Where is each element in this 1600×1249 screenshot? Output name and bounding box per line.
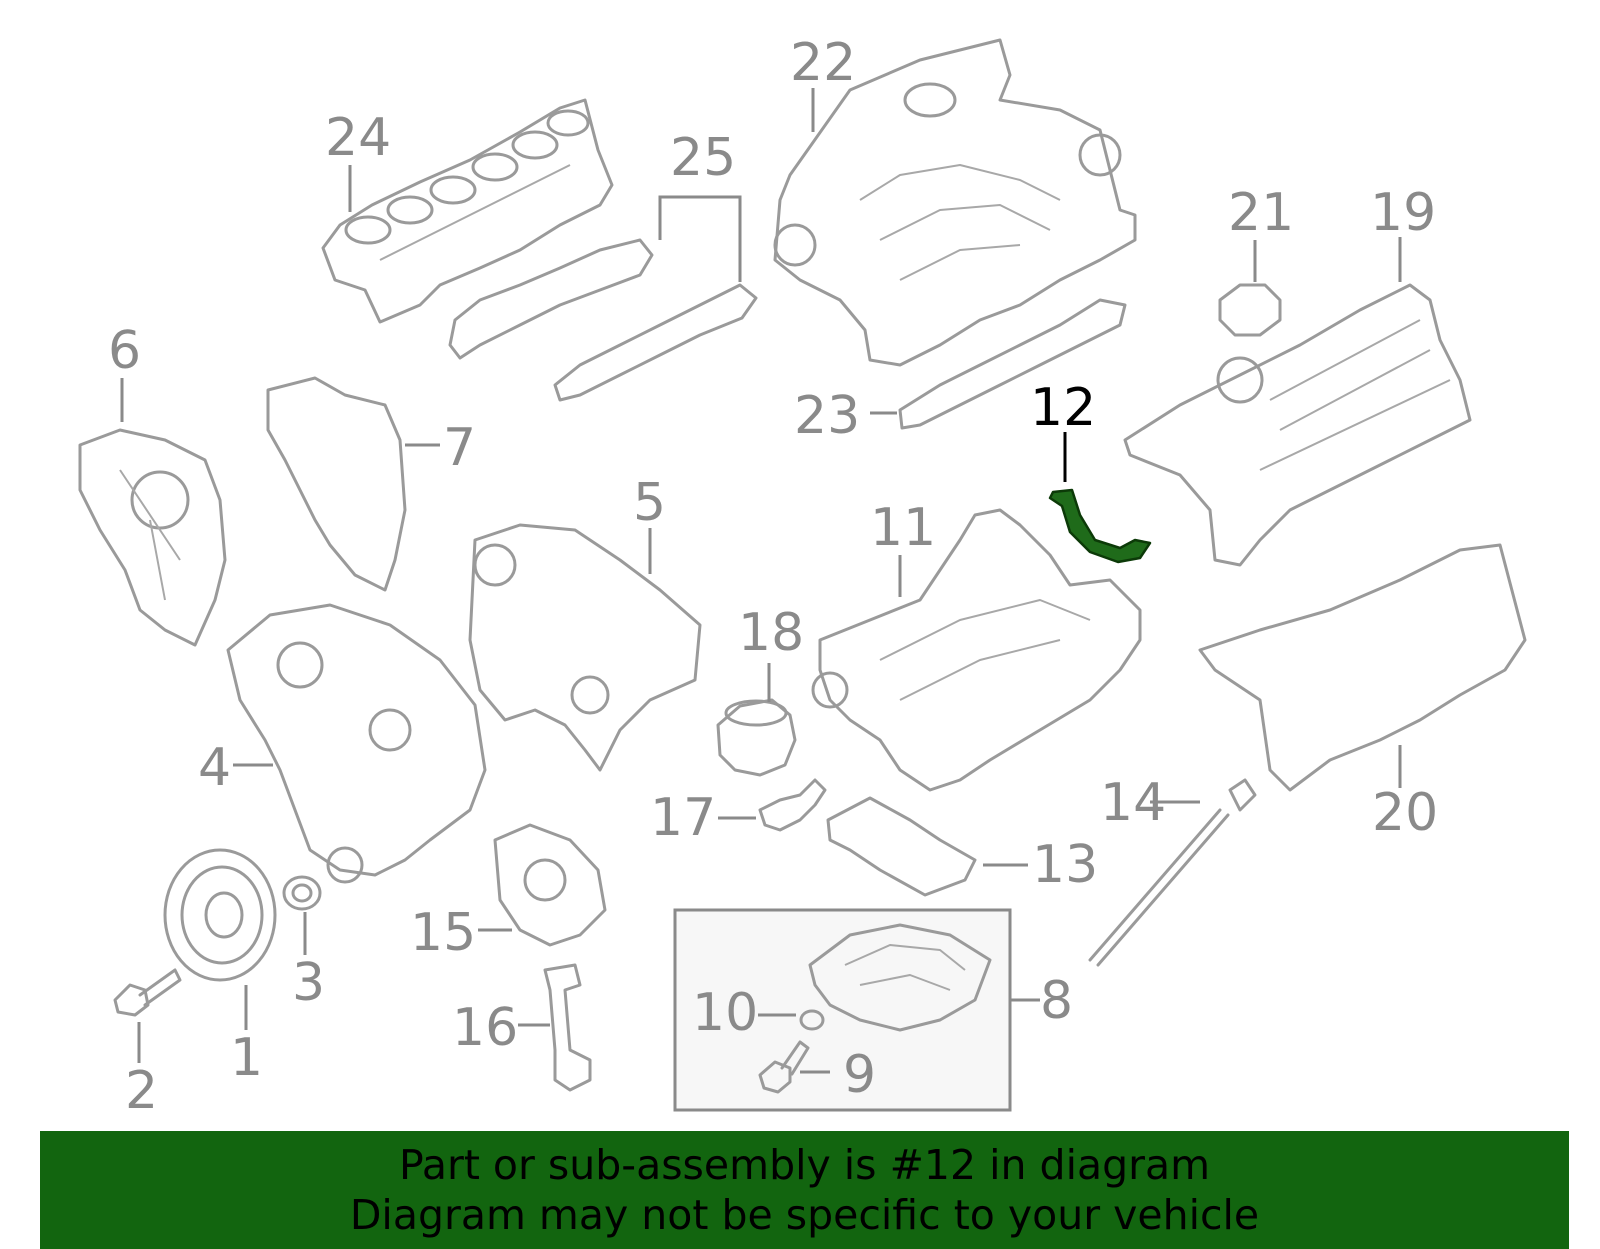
callout-14[interactable]: 14: [1100, 773, 1166, 833]
banner-line-2: Diagram may not be specific to your vehi…: [349, 1191, 1260, 1239]
callout-12[interactable]: 12: [1030, 378, 1096, 438]
callout-5[interactable]: 5: [633, 473, 666, 533]
callout-1[interactable]: 1: [230, 1028, 263, 1088]
callout-3[interactable]: 3: [292, 953, 325, 1013]
part-9-drain-plug[interactable]: [758, 1060, 792, 1094]
part-9-drain-plug-shank: [780, 1040, 810, 1076]
part-14-dipstick[interactable]: [1088, 778, 1257, 967]
callout-19[interactable]: 19: [1370, 183, 1436, 243]
part-10-washer[interactable]: [799, 1009, 825, 1031]
callout-4[interactable]: 4: [198, 738, 231, 798]
part-4-front-cover[interactable]: [226, 603, 487, 884]
callout-10[interactable]: 10: [692, 983, 758, 1043]
part-2-bolt[interactable]: [113, 968, 182, 1017]
callout-2[interactable]: 2: [125, 1061, 158, 1121]
callout-25[interactable]: 25: [670, 128, 736, 188]
banner-line-1: Part or sub-assembly is #12 in diagram: [398, 1141, 1211, 1189]
callout-22[interactable]: 22: [790, 33, 856, 93]
callout-17[interactable]: 17: [650, 788, 716, 848]
leader-lines: [120, 88, 1402, 1074]
part-16-oil-strainer[interactable]: [543, 963, 592, 1092]
callout-23[interactable]: 23: [794, 386, 860, 446]
callout-24[interactable]: 24: [325, 108, 391, 168]
callout-13[interactable]: 13: [1032, 835, 1098, 895]
part-7-front-cover-gasket[interactable]: [266, 376, 407, 592]
part-6-water-pump[interactable]: [78, 428, 227, 647]
part-17-sensor[interactable]: [758, 778, 827, 832]
part-25-manifold-gaskets[interactable]: [448, 238, 758, 402]
part-24-intake-manifold[interactable]: [321, 98, 614, 324]
part-18-oil-filter[interactable]: [716, 698, 797, 777]
callout-6[interactable]: 6: [108, 321, 141, 381]
part-8-lower-oil-pan-box[interactable]: [673, 908, 1012, 1112]
callout-15[interactable]: 15: [410, 903, 476, 963]
part-15-oil-pump[interactable]: [493, 823, 607, 947]
callout-9[interactable]: 9: [843, 1045, 876, 1105]
part-20-valve-cover-gasket[interactable]: [1198, 543, 1527, 792]
part-5-timing-cover[interactable]: [468, 523, 702, 772]
callout-11[interactable]: 11: [870, 498, 936, 558]
callout-18[interactable]: 18: [738, 603, 804, 663]
part-19-valve-cover[interactable]: [1123, 283, 1472, 567]
callout-16[interactable]: 16: [452, 998, 518, 1058]
callout-21[interactable]: 21: [1228, 183, 1294, 243]
part-11-upper-oil-pan[interactable]: [811, 508, 1142, 792]
part-21-oil-filler-cap[interactable]: [1218, 283, 1282, 337]
part-12-highlighted[interactable]: [1048, 488, 1152, 564]
info-banner: Part or sub-assembly is #12 in diagram D…: [40, 1131, 1569, 1249]
part-1-crank-pulley[interactable]: [163, 848, 277, 982]
callout-20[interactable]: 20: [1372, 783, 1438, 843]
callout-8[interactable]: 8: [1040, 971, 1073, 1031]
part-23-plenum-gasket[interactable]: [898, 298, 1127, 430]
part-3-seal[interactable]: [282, 875, 322, 911]
part-13-baffle-plate[interactable]: [826, 796, 977, 897]
part-22-intake-plenum[interactable]: [773, 38, 1137, 367]
callout-7[interactable]: 7: [443, 418, 476, 478]
callout-labels: 24 25 22 23 21 19 20 12 11 18 17 13 14 6…: [108, 33, 1438, 1121]
